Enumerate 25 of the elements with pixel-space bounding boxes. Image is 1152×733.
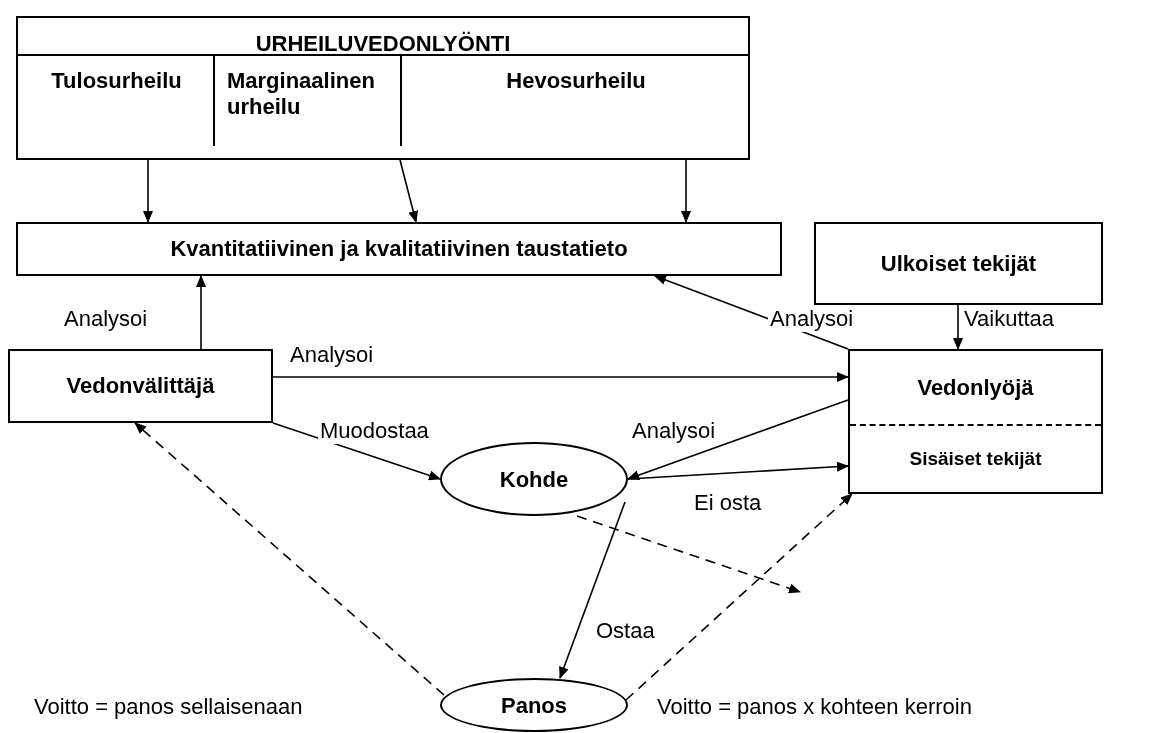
box-heading: Vedonlyöjä — [917, 374, 1034, 402]
arrow — [272, 372, 849, 382]
ellipse-node: Panos — [440, 678, 628, 732]
category-cell: Tulosurheilu — [16, 54, 215, 146]
arrow — [627, 461, 849, 480]
arrow — [196, 275, 206, 350]
category-cell: Marginaalinen urheilu — [213, 54, 400, 146]
category-cell: Hevosurheilu — [400, 54, 750, 146]
ellipse-node: Kohde — [440, 442, 628, 516]
arrow — [143, 159, 153, 223]
arrow — [272, 422, 441, 481]
arrow — [559, 501, 626, 679]
box-subheading: Sisäiset tekijät — [909, 446, 1042, 471]
category-table — [16, 16, 750, 160]
actor-box — [848, 349, 1103, 494]
arrow — [681, 159, 691, 223]
arrow — [627, 399, 849, 480]
process-box: Kvantitatiivinen ja kvalitatiivinen taustatieto — [16, 222, 782, 276]
dashed-arrow — [625, 493, 853, 701]
process-box: Ulkoiset tekijät — [814, 222, 1103, 305]
arrow — [399, 159, 419, 223]
process-box: Vedonvälittäjä — [8, 349, 273, 423]
dashed-arrow — [576, 515, 801, 594]
dashed-arrow — [134, 422, 445, 696]
arrow — [953, 304, 963, 350]
